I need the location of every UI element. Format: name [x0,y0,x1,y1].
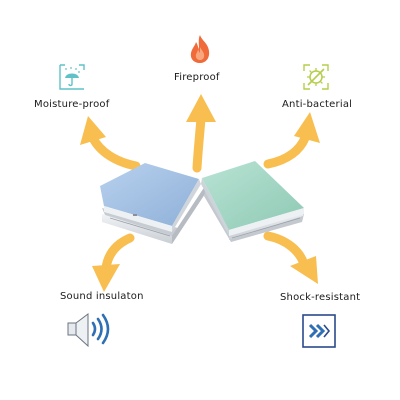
label-sound-insulation: Sound insulaton [60,291,144,302]
label-fireproof: Fireproof [174,72,220,83]
arrow-down-right [263,231,318,284]
arrow-down-left [92,233,135,292]
arrow-up-left [80,116,141,171]
label-moisture-proof: Moisture-proof [34,99,110,110]
virus-crossed-icon [303,64,329,90]
speaker-sound-icon [67,313,110,348]
umbrella-rain-icon [59,64,85,90]
label-shock-resistant: Shock-resistant [280,292,361,303]
arrow-up [186,94,216,173]
flame-icon [190,35,210,63]
panel-blue [100,163,205,244]
panel-green [201,161,304,242]
arrow-up-right [263,112,320,169]
shock-arrows-icon [302,314,336,348]
label-anti-bacterial: Anti-bacterial [282,99,353,110]
